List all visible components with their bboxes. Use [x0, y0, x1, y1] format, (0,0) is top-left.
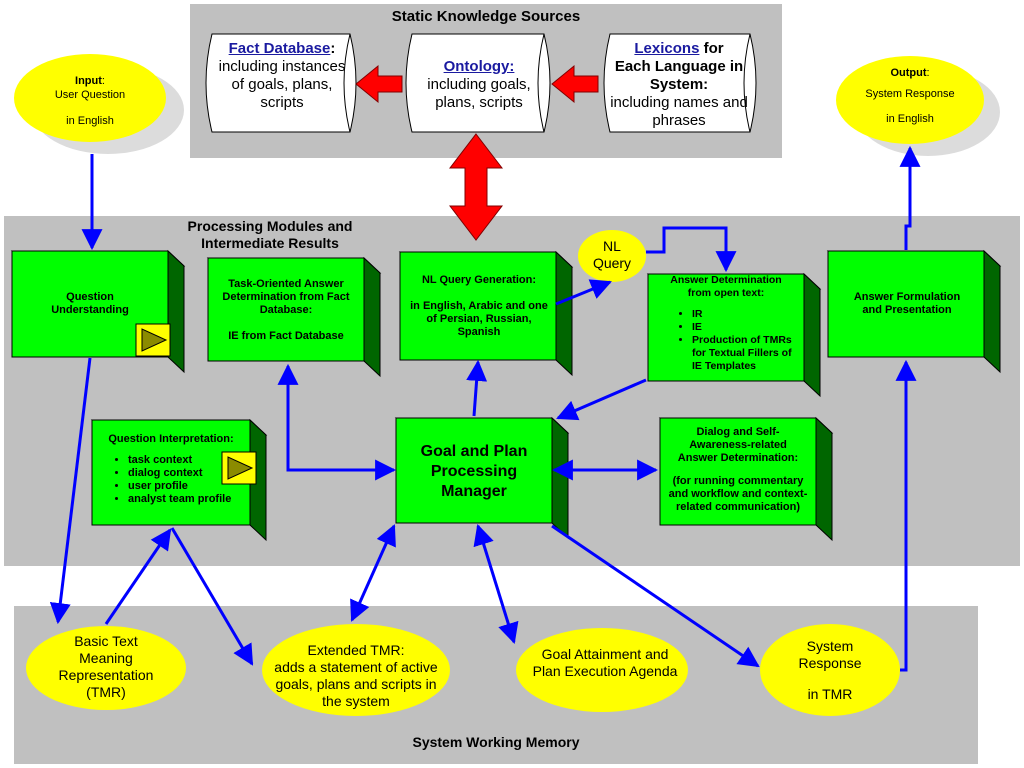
arrow-basic-tmr-to-qi — [104, 528, 172, 625]
play-icon[interactable] — [221, 451, 257, 485]
arrow-qu-to-basic-tmr — [49, 357, 92, 625]
interp-item: dialog context — [128, 467, 246, 480]
dialog-label: Dialog and Self-Awareness-related Answer… — [668, 426, 808, 513]
lexicons-cylinder[interactable] — [603, 33, 757, 133]
ontology-link[interactable]: Ontology: — [443, 58, 515, 75]
output-ellipse — [836, 56, 984, 144]
goal-attainment-text: Goal Attainment and Plan Execution Agend… — [532, 646, 678, 679]
extended-tmr-ellipse — [262, 624, 450, 716]
task-oriented-box[interactable] — [206, 256, 382, 378]
interp-item: user profile — [128, 480, 246, 493]
output-text: Output: System Response in English — [865, 67, 955, 125]
nl-query-ellipse — [578, 230, 646, 282]
nl-query-generation-box[interactable] — [398, 250, 574, 377]
input-text: Input: User Question in English — [54, 75, 126, 127]
arrow-nlq-to-nl-query — [555, 279, 612, 306]
system-response-tmr-ellipse — [760, 624, 900, 716]
processing-title: Processing Modules and Intermediate Resu… — [187, 218, 353, 251]
answer-item: IE — [692, 321, 798, 334]
static-sources-title: Static Knowledge Sources — [391, 8, 581, 25]
red-arrow-vertical — [448, 133, 504, 241]
arrow-answer-to-manager — [556, 378, 647, 421]
system-response-tmr-text: System Response in TMR — [798, 638, 862, 702]
answer-determination-label: Answer Determination from open text: IR … — [654, 274, 798, 373]
basic-tmr-text: Basic Text Meaning Representation (TMR) — [58, 633, 154, 700]
arrow-nl-query-to-answer — [646, 226, 737, 273]
question-interpretation-label: Question Interpretation: task context di… — [96, 433, 246, 506]
question-interpretation-box[interactable] — [90, 418, 268, 542]
basic-tmr-ellipse — [26, 626, 186, 710]
nl-query-generation-label: NL Query Generation: in English, Arabic … — [410, 274, 548, 338]
nl-query-text: NL Query — [592, 238, 632, 271]
dialog-box[interactable] — [658, 416, 834, 542]
task-oriented-label: Task-Oriented Answer Determination from … — [222, 278, 350, 342]
arrow-manager-extended — [350, 524, 396, 622]
fact-database-text: Fact Database: including instances of go… — [218, 40, 346, 111]
working-memory-title: System Working Memory — [412, 734, 580, 750]
extended-tmr-text: Extended TMR: adds a statement of active… — [274, 642, 438, 709]
answer-formulation-box[interactable] — [826, 249, 1002, 374]
answer-item: IR — [692, 308, 798, 321]
fact-database-cylinder[interactable] — [205, 33, 357, 133]
arrow-task-manager — [277, 363, 397, 481]
red-arrow-ontology-to-factdb — [355, 64, 403, 104]
lexicons-link[interactable]: Lexicons — [634, 40, 700, 57]
interp-item: analyst team profile — [128, 493, 246, 506]
arrow-manager-to-response — [551, 524, 760, 668]
arrow-manager-to-nlq — [466, 359, 488, 417]
ontology-text: Ontology: including goals, plans, script… — [427, 58, 531, 111]
interp-item: task context — [128, 454, 246, 467]
answer-determination-box[interactable] — [646, 272, 822, 398]
answer-formulation-label: Answer Formulation and Presentation — [853, 291, 961, 316]
ontology-cylinder[interactable] — [405, 33, 551, 133]
input-ellipse — [14, 54, 166, 142]
answer-item: Production of TMRs for Textual Fillers o… — [692, 334, 798, 373]
goal-manager-label: Goal and Plan Processing Manager — [420, 443, 528, 500]
arrow-manager-goal-attainment — [473, 523, 519, 645]
question-understanding-label: Question Understanding — [51, 291, 129, 316]
goal-attainment-ellipse — [516, 628, 688, 712]
goal-manager-box[interactable] — [394, 416, 570, 540]
red-arrow-ontology-to-lexicons — [551, 64, 599, 104]
arrow-qi-to-extended — [170, 527, 254, 666]
fact-database-link[interactable]: Fact Database — [228, 40, 331, 57]
question-understanding-box[interactable] — [10, 249, 186, 374]
lexicons-text: Lexicons for Each Language in System: in… — [610, 40, 748, 129]
play-icon[interactable] — [135, 323, 171, 357]
arrow-formulation-to-output — [899, 145, 921, 250]
arrow-response-to-formulation — [895, 359, 917, 672]
